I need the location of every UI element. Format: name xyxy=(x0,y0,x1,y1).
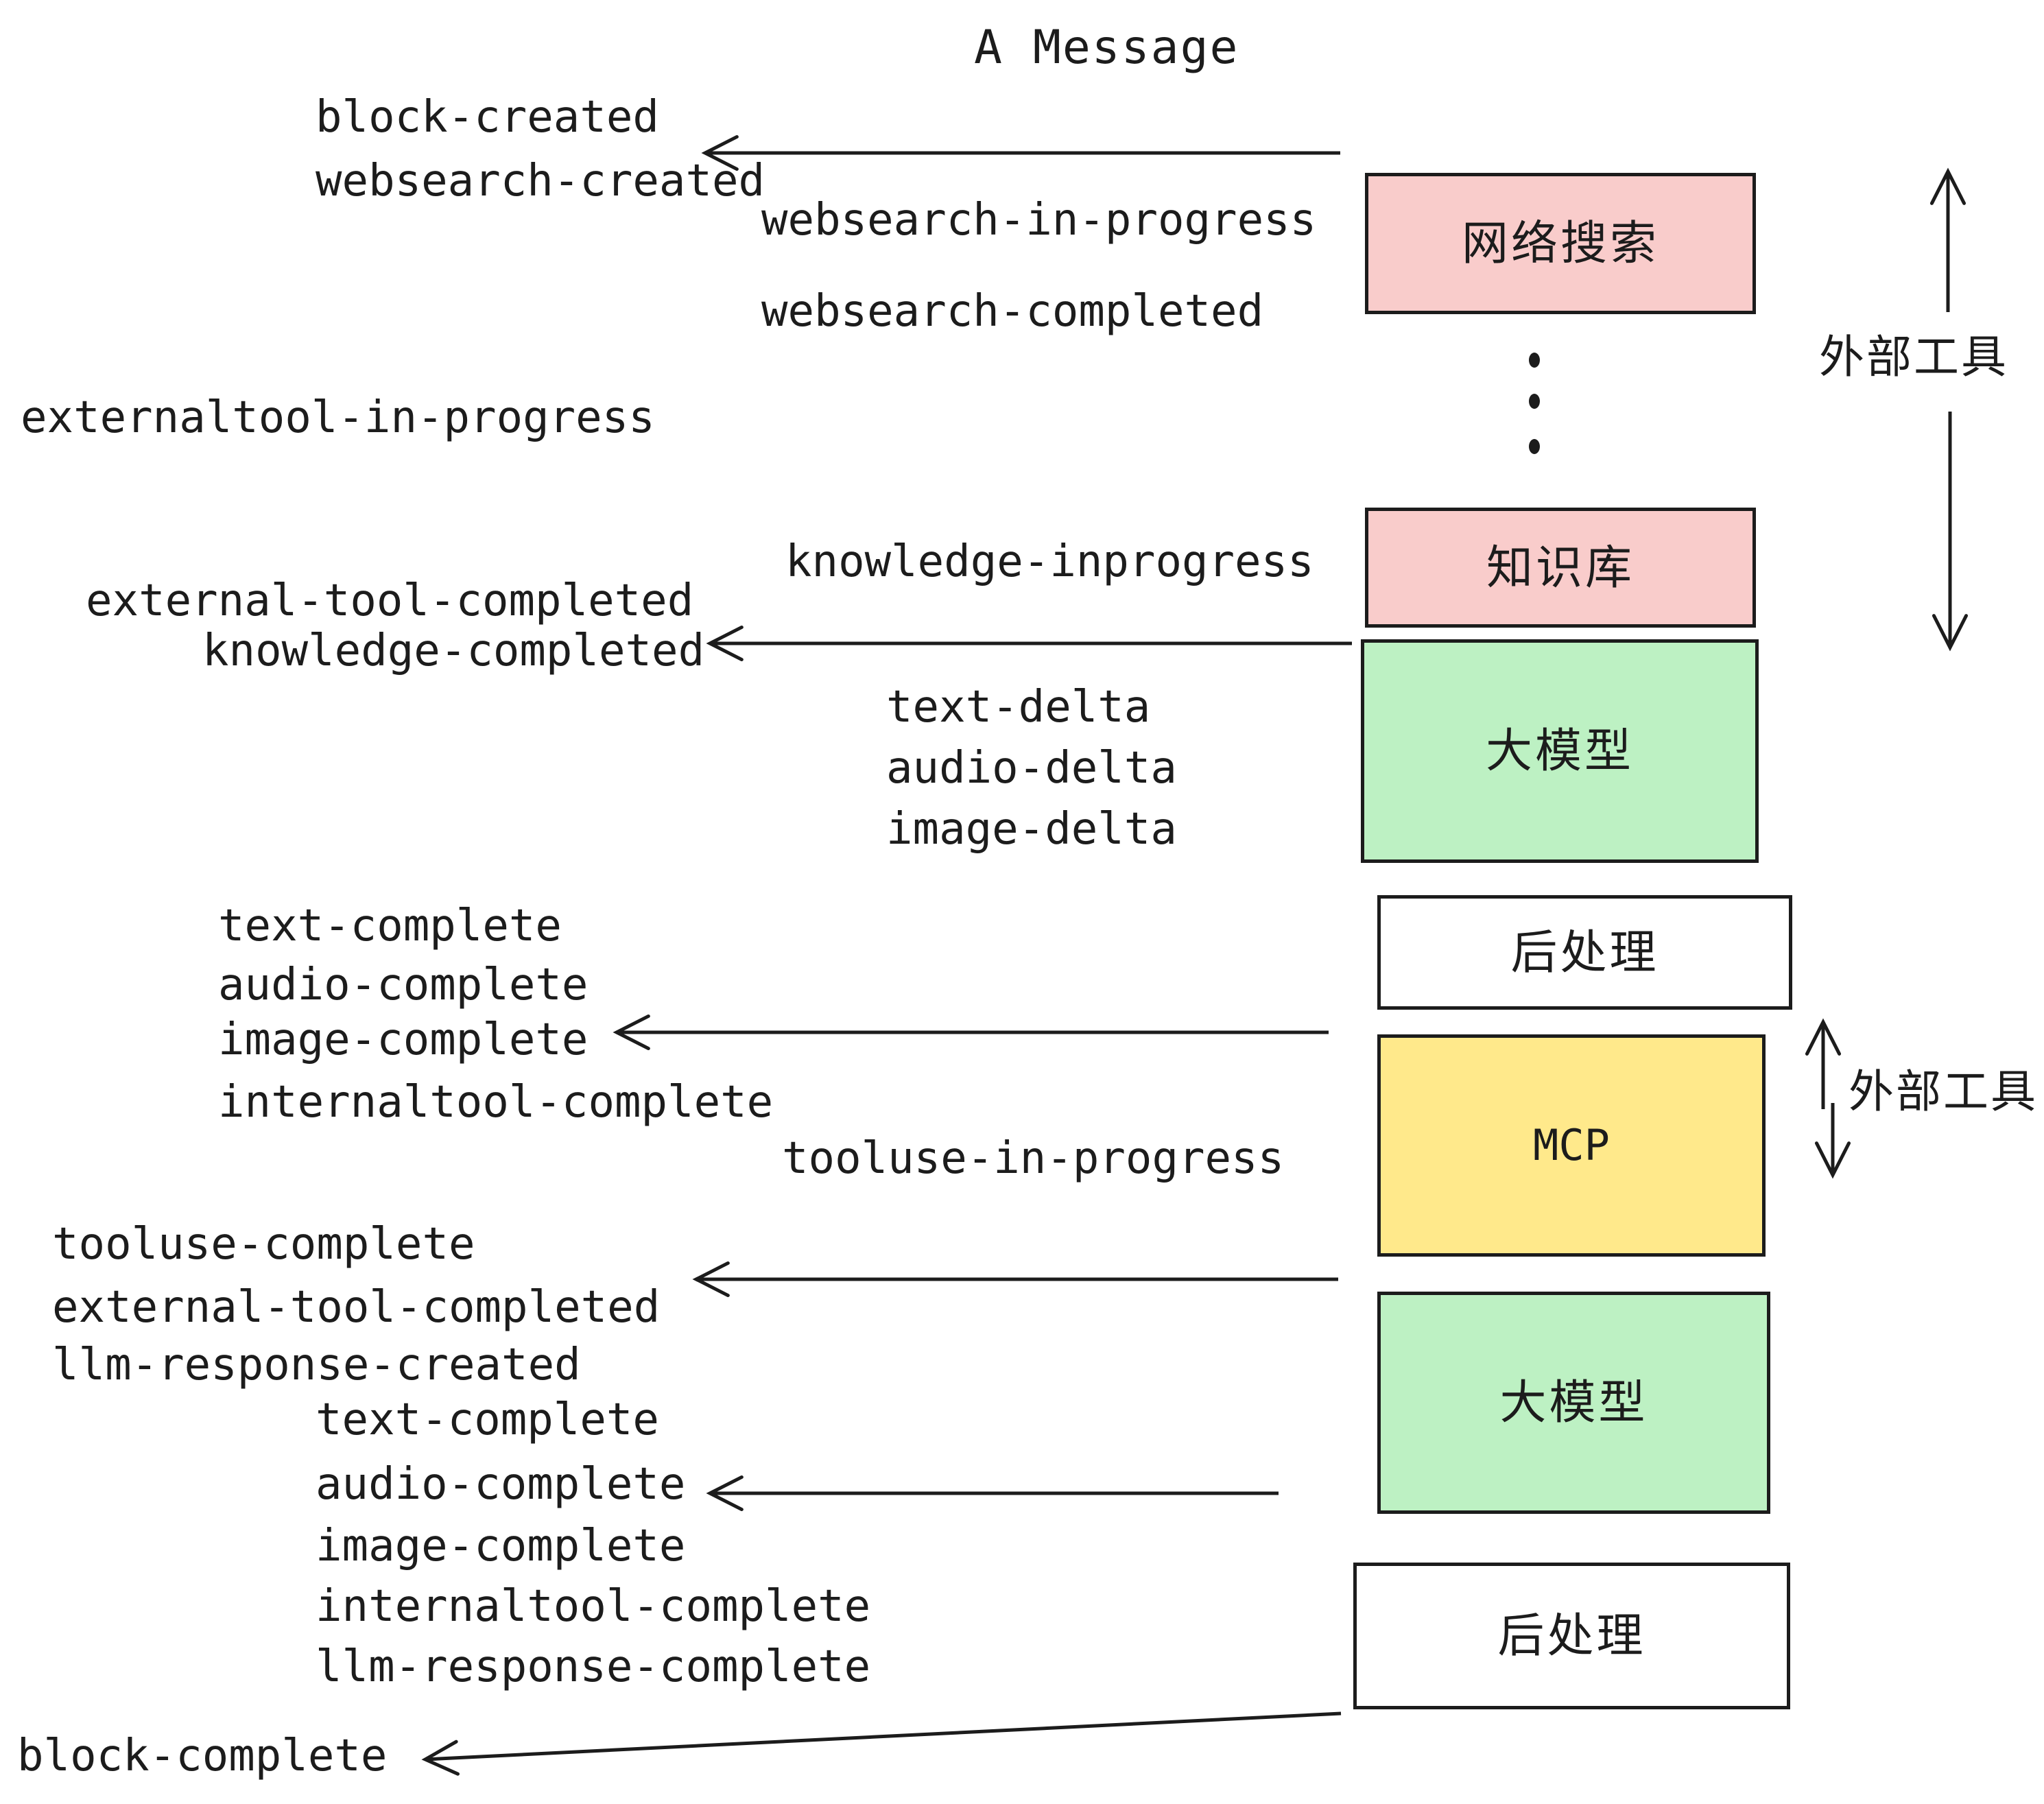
external-tools-arrow-down-2-head xyxy=(1814,1141,1851,1179)
arrow-websearch-created-head xyxy=(701,134,739,171)
external-tools-arrow-up-1 xyxy=(1929,167,1966,312)
external-tools-arrow-down-2 xyxy=(1814,1103,1851,1179)
event-label: text-complete xyxy=(316,1394,659,1445)
event-label: llm-response-complete xyxy=(316,1641,871,1692)
event-label: externaltool-in-progress xyxy=(21,392,655,443)
event-label: text-complete xyxy=(218,901,562,951)
event-label: audio-complete xyxy=(218,960,589,1010)
event-label: block-complete xyxy=(17,1731,388,1781)
event-label: internaltool-complete xyxy=(316,1581,871,1632)
box-llm-1-label: 大模型 xyxy=(1485,725,1634,777)
box-knowledge: 知识库 xyxy=(1365,508,1756,628)
external-tools-arrow-up-2 xyxy=(1805,1018,1842,1109)
arrow-image-complete-head xyxy=(613,1014,650,1051)
ellipsis-dot xyxy=(1529,353,1540,368)
arrow-image-complete xyxy=(613,1014,1329,1051)
external-tools-arrow-down-1-head xyxy=(1932,614,1969,652)
event-label: websearch-in-progress xyxy=(761,195,1317,246)
arrow-knowledge-completed-head xyxy=(706,625,744,662)
ellipsis-dot xyxy=(1529,439,1540,454)
arrow-block-complete-head xyxy=(421,1740,460,1776)
box-postprocess-2: 后处理 xyxy=(1353,1563,1790,1709)
box-postprocess-1: 后处理 xyxy=(1377,895,1792,1010)
event-label: image-complete xyxy=(316,1521,686,1571)
box-postprocess-1-label: 后处理 xyxy=(1510,926,1659,979)
event-label: image-complete xyxy=(218,1014,589,1065)
event-label: audio-delta xyxy=(886,743,1177,794)
box-websearch: 网络搜索 xyxy=(1365,173,1756,314)
event-label: websearch-created xyxy=(316,156,765,206)
event-label: image-delta xyxy=(886,804,1177,855)
box-llm-1: 大模型 xyxy=(1361,639,1759,863)
arrow-websearch-created xyxy=(701,134,1340,171)
event-label: tooluse-in-progress xyxy=(782,1133,1285,1184)
box-llm-2: 大模型 xyxy=(1377,1292,1770,1514)
external-tools-arrow-down-1 xyxy=(1932,412,1969,652)
arrow-block-complete xyxy=(421,1711,1342,1776)
event-label: block-created xyxy=(316,92,659,143)
arrow-knowledge-completed xyxy=(706,625,1352,662)
event-label: tooluse-complete xyxy=(52,1219,475,1270)
arrow-external-tool-completed xyxy=(692,1261,1338,1298)
arrow-audio-complete xyxy=(706,1475,1279,1512)
page-title: A Message xyxy=(974,21,1239,75)
event-label: knowledge-completed xyxy=(202,626,705,676)
external-tools-arrow-up-1-head xyxy=(1929,167,1966,205)
arrow-audio-complete-head xyxy=(706,1475,744,1512)
event-label: external-tool-completed xyxy=(52,1282,661,1333)
box-websearch-label: 网络搜索 xyxy=(1461,217,1659,270)
box-mcp-label: MCP xyxy=(1533,1120,1610,1170)
box-postprocess-2-label: 后处理 xyxy=(1497,1610,1646,1662)
box-knowledge-label: 知识库 xyxy=(1486,541,1635,594)
box-mcp: MCP xyxy=(1377,1034,1766,1257)
event-label: knowledge-inprogress xyxy=(785,536,1314,587)
event-label: websearch-completed xyxy=(761,286,1264,337)
external-tools-arrow-up-2-head xyxy=(1805,1018,1842,1056)
arrow-external-tool-completed-head xyxy=(692,1261,730,1298)
ellipsis-dot xyxy=(1529,394,1540,409)
event-label: internaltool-complete xyxy=(218,1077,774,1128)
external-tools-2-label: 外部工具 xyxy=(1849,1066,2038,1117)
event-label: audio-complete xyxy=(316,1459,686,1510)
external-tools-1-label: 外部工具 xyxy=(1819,331,2008,382)
box-llm-2-label: 大模型 xyxy=(1499,1377,1648,1429)
event-label: llm-response-created xyxy=(52,1340,581,1390)
event-label: external-tool-completed xyxy=(86,575,694,626)
event-label: text-delta xyxy=(886,682,1151,733)
